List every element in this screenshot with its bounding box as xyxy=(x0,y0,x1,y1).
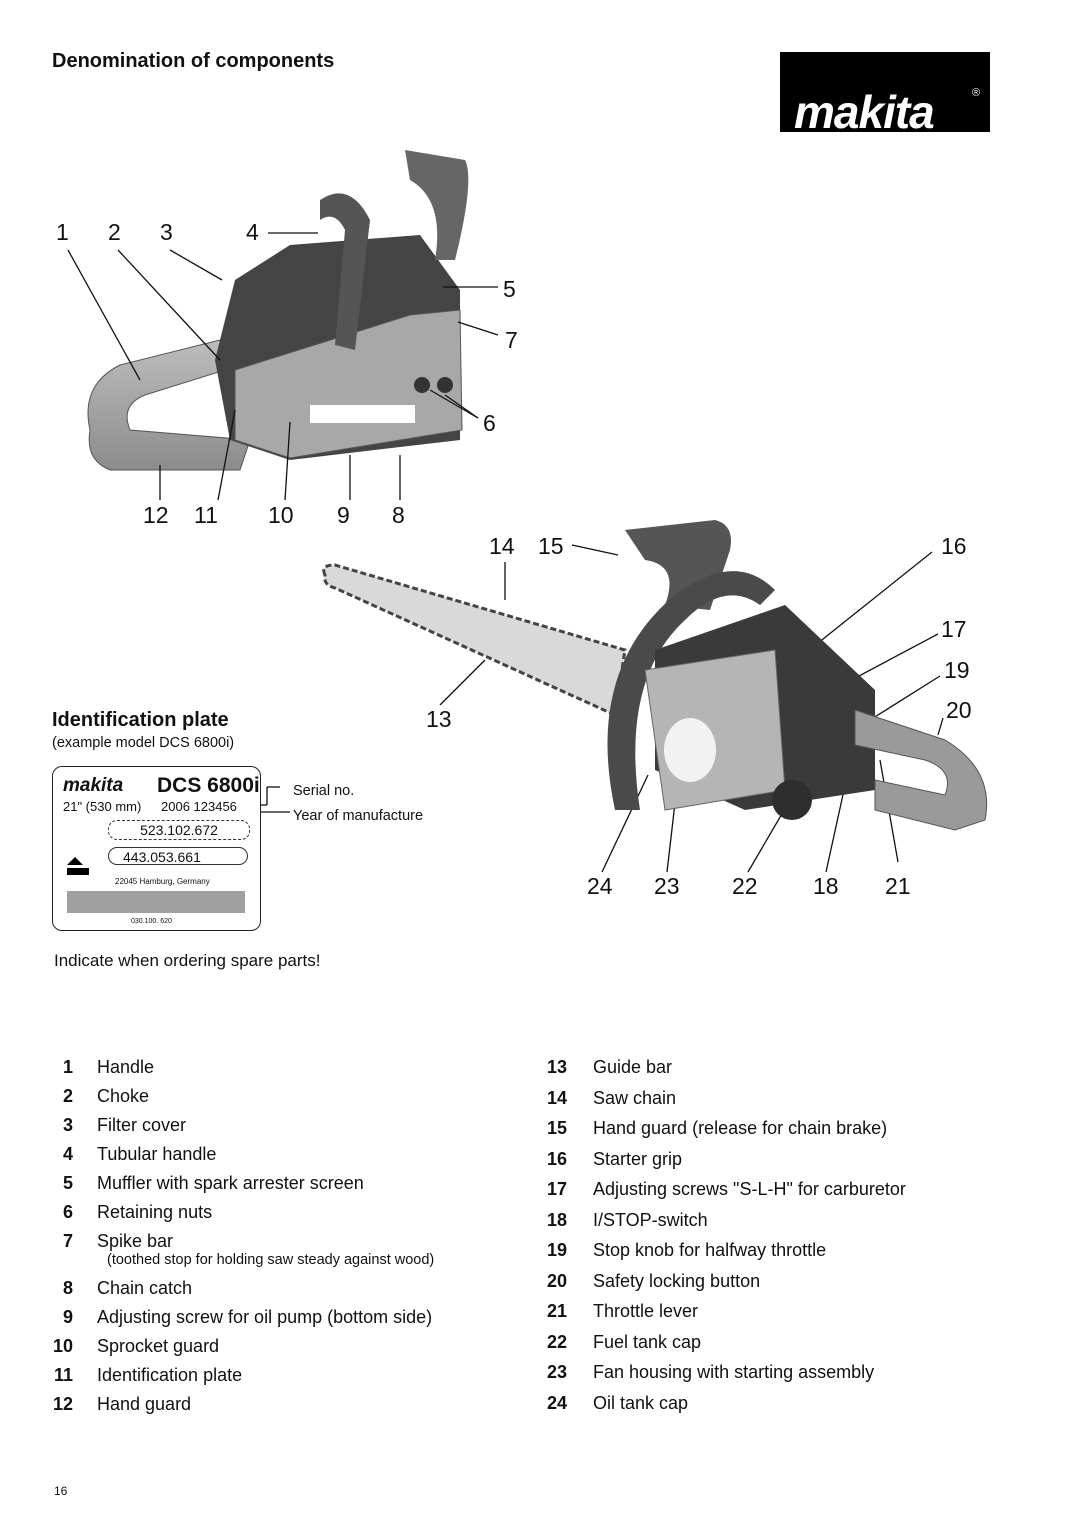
callout-5: 5 xyxy=(503,276,516,302)
callout-20: 20 xyxy=(946,697,972,723)
callout-10: 10 xyxy=(268,502,294,528)
callout-4: 4 xyxy=(246,219,259,245)
callout-19: 19 xyxy=(944,657,970,683)
plate-model: DCS 6800i xyxy=(157,774,260,797)
plate-grey-band xyxy=(67,891,245,913)
serial-number-label: Serial no. xyxy=(293,783,355,799)
callout-14: 14 xyxy=(489,533,515,559)
callout-2: 2 xyxy=(108,219,121,245)
callout-17: 17 xyxy=(941,616,967,642)
identification-plate: makita DCS 6800i 21" (530 mm) 2006 12345… xyxy=(52,766,261,931)
callout-12: 12 xyxy=(143,502,169,528)
page-number: 16 xyxy=(54,1484,68,1498)
logo-wordmark: makita xyxy=(794,86,934,132)
svg-text:®: ® xyxy=(972,87,980,99)
chainsaw-side-photo xyxy=(87,150,469,471)
callout-23: 23 xyxy=(654,873,680,899)
plate-address: 22045 Hamburg, Germany xyxy=(115,877,210,886)
callout-9: 9 xyxy=(337,502,350,528)
plate-serial: 2006 123456 xyxy=(161,799,237,814)
plate-length: 21" (530 mm) xyxy=(63,799,142,814)
id-plate-heading: Identification plate xyxy=(52,709,229,731)
year-of-manufacture-label: Year of manufacture xyxy=(293,808,424,824)
callout-21: 21 xyxy=(885,873,911,899)
spare-parts-note: Indicate when ordering spare parts! xyxy=(54,951,321,970)
callout-18: 18 xyxy=(813,873,839,899)
callout-7: 7 xyxy=(505,327,518,353)
callout-24: 24 xyxy=(587,873,613,899)
chainsaw-perspective-photo xyxy=(322,520,988,831)
callout-22: 22 xyxy=(732,873,758,899)
callout-8: 8 xyxy=(392,502,405,528)
plate-code: 030.100. 620 xyxy=(131,918,172,925)
plate-brand: makita xyxy=(63,775,124,796)
safety-symbol-icon xyxy=(65,855,91,877)
callout-11: 11 xyxy=(194,502,218,528)
callout-15: 15 xyxy=(538,533,564,559)
callout-13: 13 xyxy=(426,706,452,732)
page-heading: Denomination of components xyxy=(52,50,335,72)
plate-chain-number: 523.102.672 xyxy=(108,820,250,840)
callout-16: 16 xyxy=(941,533,967,559)
list-item-note: (toothed stop for holding saw steady aga… xyxy=(107,1252,435,1268)
callout-6: 6 xyxy=(483,410,496,436)
makita-logo: makita ® xyxy=(780,52,990,138)
callout-3: 3 xyxy=(160,219,173,245)
callout-1: 1 xyxy=(56,219,69,245)
id-plate-subtitle: (example model DCS 6800i) xyxy=(52,735,235,751)
plate-bar-number: 443.053.661 xyxy=(108,847,248,865)
